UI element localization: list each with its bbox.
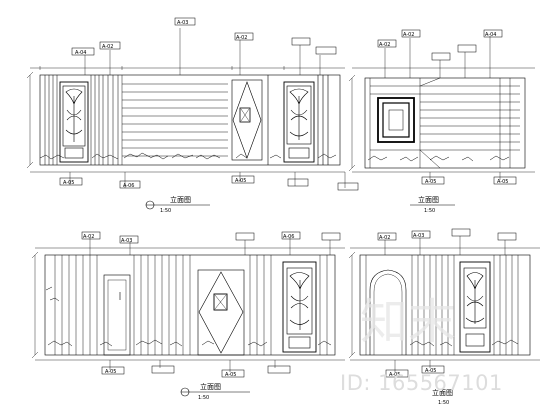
tag-label: A-02 — [379, 235, 390, 241]
vertical-plank-wall-d — [365, 255, 519, 355]
panel-d-scale: 1:50 — [438, 400, 449, 406]
tag-label: A-05 — [225, 372, 236, 378]
tag-label: A-05 — [389, 372, 400, 378]
dimension-marks-b — [348, 74, 356, 172]
skirting-texture-a — [39, 152, 337, 160]
tag-label: A-02 — [403, 32, 414, 38]
tag-label: A-03 — [177, 20, 188, 26]
annotation-tags-a — [59, 17, 359, 191]
diamond-panel-a — [231, 79, 263, 161]
ornamental-door-a2 — [283, 81, 315, 163]
watermark-id: ID: 165567101 — [340, 371, 503, 395]
panel-c-title: 立面图 — [200, 382, 221, 391]
framed-mirror-b — [377, 97, 415, 143]
elevation-panel-b — [348, 29, 535, 206]
tag-label: A-05 — [425, 368, 436, 374]
tag-label: A-02 — [83, 234, 94, 240]
tag-label: A-04 — [485, 32, 496, 38]
annotation-leaders-a — [69, 28, 346, 188]
tag-label: A-02 — [236, 35, 247, 41]
tag-label: A-03 — [121, 238, 132, 244]
panel-b-scale: 1:50 — [424, 208, 435, 214]
elevation-panel-a — [26, 17, 359, 210]
annotation-leaders-c — [89, 238, 331, 372]
ornamental-door-a1 — [59, 81, 89, 163]
annotation-tags-c — [81, 231, 341, 378]
panel-a-scale: 1:50 — [160, 208, 171, 214]
tag-label: A-04 — [75, 50, 86, 56]
vertical-plank-wall-a — [44, 75, 119, 165]
annotation-tags-b — [377, 29, 517, 185]
tag-label: A-05 — [497, 179, 508, 185]
panel-a-title: 立面图 — [170, 195, 191, 204]
dimension-marks-d — [348, 251, 356, 359]
horizontal-panel-wall-a — [121, 75, 228, 165]
tag-label: A-03 — [413, 233, 424, 239]
watermark: 知末 ID: 165567101 — [340, 294, 503, 395]
plain-door-c — [103, 274, 131, 356]
annotation-leaders-b — [384, 36, 501, 180]
tag-label: A-05 — [425, 179, 436, 185]
annotation-tags-d — [377, 228, 517, 378]
panel-b-title: 立面图 — [418, 195, 439, 204]
dimension-marks-a — [26, 66, 285, 169]
tag-label: A-06 — [123, 183, 134, 189]
tag-labels: A-04 A-02 A-03 A-05 A-06 A-02 A-05 A-02 … — [63, 20, 508, 378]
ornamental-door-c — [282, 261, 317, 353]
skirting-texture-c — [45, 286, 332, 347]
tag-label: A-02 — [379, 42, 390, 48]
dimension-marks-c — [31, 251, 39, 359]
skirting-texture-b — [367, 155, 510, 162]
elevation-panel-d — [348, 228, 540, 378]
panel-c-scale: 1:50 — [198, 395, 209, 401]
tag-label: A-05 — [63, 180, 74, 186]
skirting-texture-d — [409, 339, 519, 347]
horizontal-panel-wall-b — [369, 77, 520, 169]
tag-label: A-05 — [235, 178, 246, 184]
diamond-panel-c — [197, 269, 245, 356]
ornamental-door-d — [459, 261, 491, 353]
watermark-logo: 知末 — [360, 294, 456, 350]
panel-d-title: 立面图 — [432, 388, 453, 397]
tag-label: A-06 — [283, 234, 294, 240]
elevation-panel-c — [31, 231, 345, 397]
arched-doorway-d — [369, 269, 407, 355]
tag-label: A-05 — [105, 369, 116, 375]
annotation-leaders-d — [384, 236, 506, 372]
tag-label: A-02 — [102, 44, 113, 50]
vertical-plank-wall-c — [54, 255, 328, 355]
